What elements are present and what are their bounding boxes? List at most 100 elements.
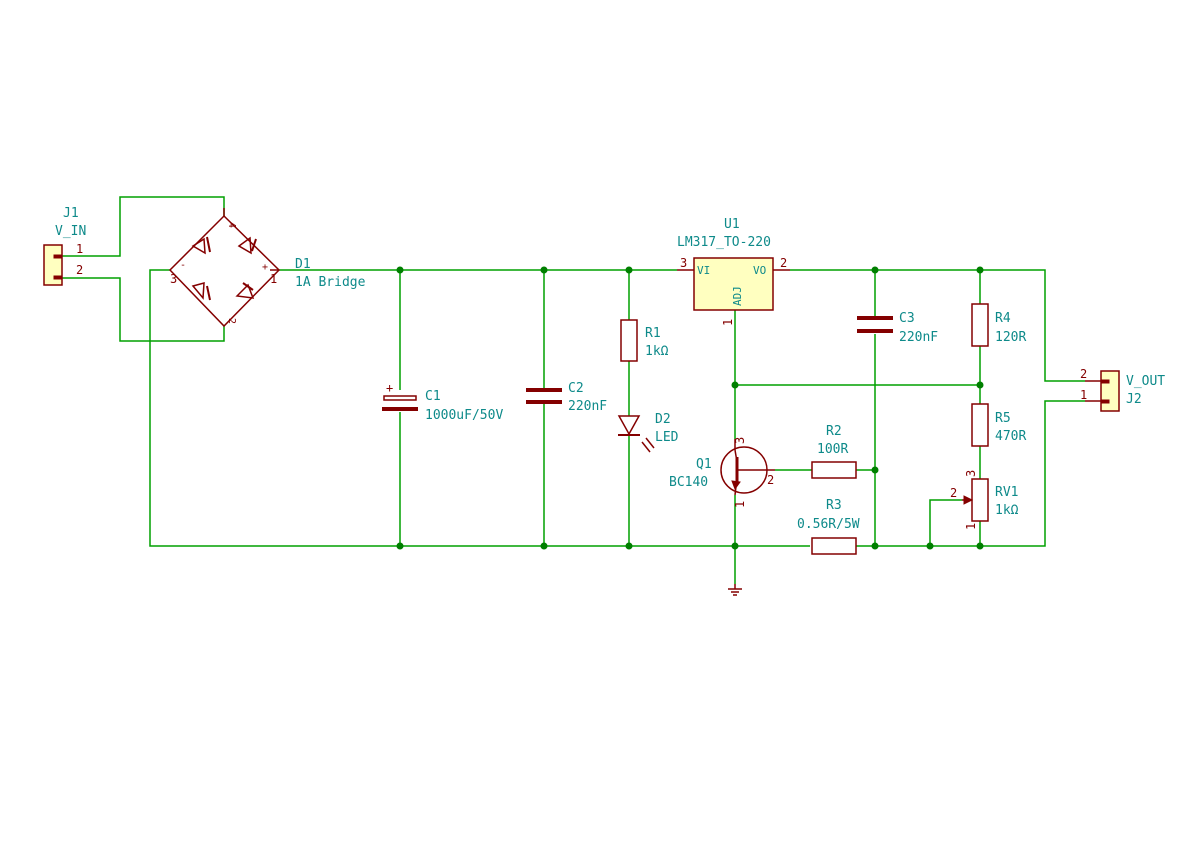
q1-value: BC140 xyxy=(669,475,708,490)
j1-value: V_IN xyxy=(55,224,86,239)
j2-value: V_OUT xyxy=(1126,374,1165,389)
d1-pin4-number: 4 xyxy=(226,222,237,228)
r4-ref: R4 xyxy=(995,311,1011,326)
junction-dot xyxy=(625,266,633,274)
potentiometer-rv1[interactable]: 3 2 1 RV1 1kΩ xyxy=(950,470,1019,530)
junction-dot xyxy=(976,542,984,550)
wiper-arrow-icon xyxy=(963,495,974,505)
r5-ref: R5 xyxy=(995,411,1011,426)
j2-ref: J2 xyxy=(1126,392,1142,407)
wires xyxy=(62,196,1085,584)
rv1-pin2-number: 2 xyxy=(950,486,957,500)
q1-pin1-number: 1 xyxy=(733,501,747,508)
c1-value: 1000uF/50V xyxy=(425,408,503,423)
rv1-value: 1kΩ xyxy=(995,503,1019,518)
capacitor-c2[interactable]: C2 220nF xyxy=(526,381,607,414)
diode-icon xyxy=(235,282,255,299)
resistor-r3[interactable]: R3 0.56R/5W xyxy=(797,498,860,555)
c2-ref: C2 xyxy=(568,381,584,396)
c1-polarity-mark: + xyxy=(386,381,393,395)
wire-output-rail xyxy=(790,269,1085,382)
u1-pin-vo-label: VO xyxy=(753,264,766,277)
d1-value: 1A Bridge xyxy=(295,275,366,290)
rv1-ref: RV1 xyxy=(995,485,1018,500)
d1-pin-plus: + xyxy=(262,262,268,273)
junction-dot xyxy=(926,542,934,550)
d1-ref: D1 xyxy=(295,257,311,272)
junction-dot xyxy=(871,542,879,550)
d1-pin3-number: 3 xyxy=(170,272,177,286)
u1-pin2-number: 2 xyxy=(780,256,787,270)
led-d2[interactable]: D2 LED xyxy=(617,412,679,453)
regulator-u1[interactable]: U1 LM317_TO-220 VI VO ADJ 3 2 1 xyxy=(677,217,790,326)
c1-ref: C1 xyxy=(425,389,441,404)
junctions xyxy=(396,266,984,550)
emitter-arrow-icon xyxy=(731,480,741,491)
r1-value: 1kΩ xyxy=(645,344,669,359)
ground-icon xyxy=(728,584,742,596)
d1-pin2-number: 2 xyxy=(226,318,237,324)
junction-dot xyxy=(540,542,548,550)
capacitor-c1[interactable]: + C1 1000uF/50V xyxy=(382,381,503,423)
junction-dot xyxy=(976,381,984,389)
wire-bottom-rail xyxy=(149,269,810,547)
u1-pin-vi-label: VI xyxy=(697,264,710,277)
bridge-rectifier-d1[interactable]: + - 1 3 4 2 D1 1A Bridge xyxy=(168,208,366,328)
r5-value: 470R xyxy=(995,429,1026,444)
light-arrow-icon xyxy=(645,437,655,449)
d1-pin1-number: 1 xyxy=(270,272,277,286)
junction-dot xyxy=(871,466,879,474)
junction-dot xyxy=(625,542,633,550)
junction-dot xyxy=(871,266,879,274)
c3-value: 220nF xyxy=(899,330,938,345)
junction-dot xyxy=(976,266,984,274)
junction-dot xyxy=(396,542,404,550)
q1-pin3-number: 3 xyxy=(733,437,747,444)
resistor-r1[interactable]: R1 1kΩ xyxy=(620,319,669,362)
d2-value: LED xyxy=(655,430,679,445)
j1-pin2-number: 2 xyxy=(76,263,83,277)
r2-ref: R2 xyxy=(826,424,842,439)
u1-pin-adj-label: ADJ xyxy=(731,286,744,306)
u1-ref: U1 xyxy=(724,217,740,232)
r2-value: 100R xyxy=(817,442,848,457)
junction-dot xyxy=(396,266,404,274)
r4-value: 120R xyxy=(995,330,1026,345)
j1-pin1-number: 1 xyxy=(76,242,83,256)
wire-j1-pin1 xyxy=(62,196,225,257)
r3-value: 0.56R/5W xyxy=(797,517,860,532)
transistor-q1[interactable]: 3 2 1 Q1 BC140 xyxy=(669,437,775,508)
diode-icon xyxy=(191,281,211,301)
junction-dot xyxy=(540,266,548,274)
rv1-pin1-number: 1 xyxy=(964,523,978,530)
connector-j1[interactable]: J1 V_IN 1 2 xyxy=(43,206,86,286)
wire-j1-pin2 xyxy=(62,277,225,342)
junction-dot xyxy=(731,381,739,389)
diode-icon xyxy=(237,236,257,255)
q1-pin2-number: 2 xyxy=(767,473,774,487)
j2-pin1-number: 1 xyxy=(1080,388,1087,402)
diode-icon xyxy=(191,236,211,255)
u1-pin3-number: 3 xyxy=(680,256,687,270)
light-arrow-icon xyxy=(641,441,651,453)
r1-ref: R1 xyxy=(645,326,661,341)
d2-ref: D2 xyxy=(655,412,671,427)
c3-ref: C3 xyxy=(899,311,915,326)
junction-dot xyxy=(731,542,739,550)
r3-ref: R3 xyxy=(826,498,842,513)
connector-j2[interactable]: 2 1 V_OUT J2 xyxy=(1080,367,1165,412)
j1-ref: J1 xyxy=(63,206,79,221)
rv1-pin3-number: 3 xyxy=(964,470,978,477)
wire-rv1-wiper xyxy=(929,499,962,546)
u1-pin1-number: 1 xyxy=(721,319,735,326)
resistor-r4[interactable]: R4 120R xyxy=(971,303,1026,347)
wire-bottom-rail-right xyxy=(856,400,1085,547)
resistor-r2[interactable]: R2 100R xyxy=(811,424,857,479)
u1-value: LM317_TO-220 xyxy=(677,235,771,250)
c2-value: 220nF xyxy=(568,399,607,414)
j2-pin2-number: 2 xyxy=(1080,367,1087,381)
capacitor-c3[interactable]: C3 220nF xyxy=(857,311,938,345)
resistor-r5[interactable]: R5 470R xyxy=(971,403,1026,447)
q1-ref: Q1 xyxy=(696,457,712,472)
